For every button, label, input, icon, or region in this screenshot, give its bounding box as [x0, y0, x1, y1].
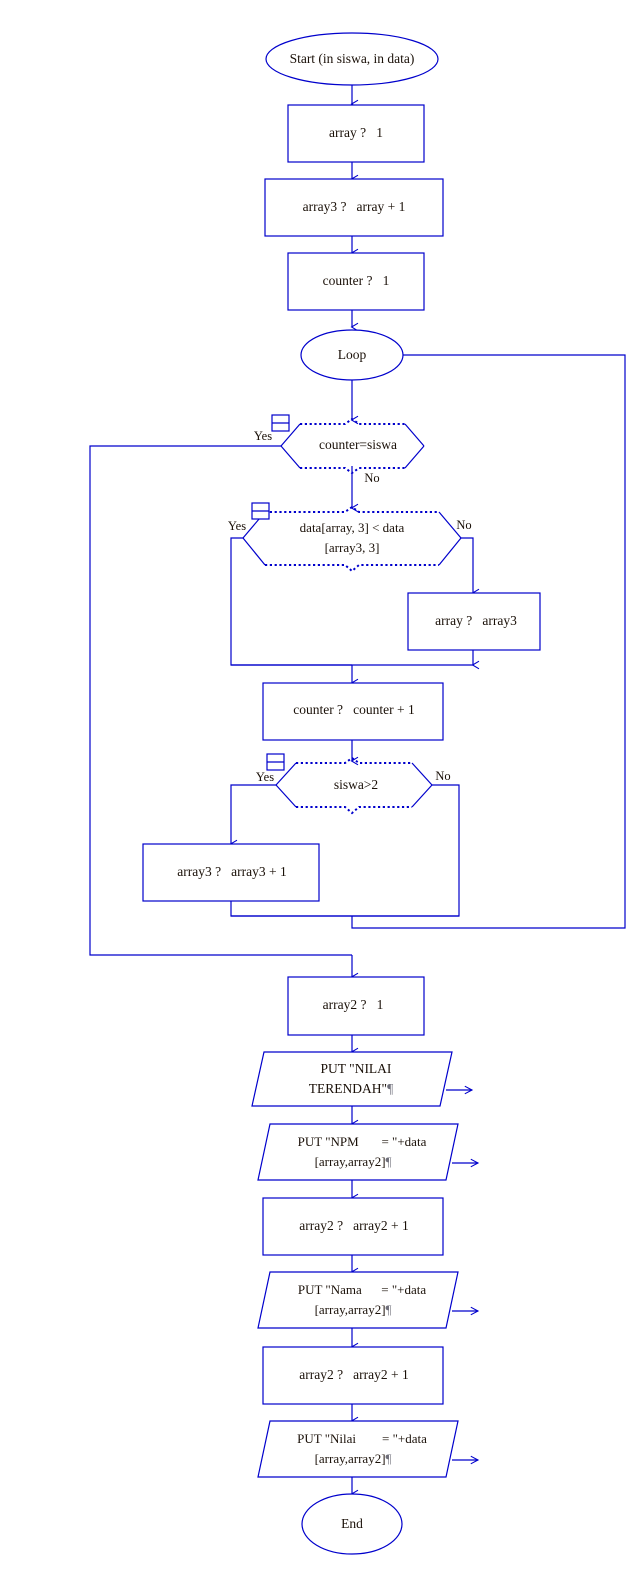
node-end-label: End [341, 1516, 363, 1531]
decision-top-dotted [265, 505, 439, 513]
node-put-npm-line1: PUT "NPM = "+data [298, 1134, 427, 1149]
node-put-nilai-line1: PUT "Nilai = "+data [297, 1431, 427, 1446]
node-init-counter[interactable]: counter ? 1 [287, 252, 425, 311]
node-inc-array2-b-label: array2 ? array2 + 1 [299, 1367, 409, 1382]
node-inc-array2-a[interactable]: array2 ? array2 + 1 [262, 1197, 444, 1256]
decision-side-right [411, 762, 433, 786]
node-inc-array2-b[interactable]: array2 ? array2 + 1 [262, 1346, 444, 1405]
branch-label-yes: Yes [254, 429, 272, 443]
process-shape [262, 682, 444, 741]
node-put-nama[interactable]: PUT "Nama = "+data [array,array2]¶ [257, 1271, 480, 1329]
connector-dec3-yes-to-inc-array3 [229, 784, 276, 849]
terminator-shape [301, 1493, 403, 1555]
connector-dec2-no-to-assign [461, 537, 480, 598]
branch-label-yes: Yes [228, 519, 246, 533]
node-loop-label: Loop [338, 347, 367, 362]
decision-side-right [404, 423, 425, 447]
process-shape [287, 252, 425, 311]
node-inc-array3[interactable]: array3 ? array3 + 1 [142, 843, 320, 902]
process-shape [262, 1346, 444, 1405]
output-shape [257, 1123, 459, 1181]
process-shape [264, 178, 444, 237]
process-shape [407, 592, 541, 651]
connector-dec2-yes-down [230, 537, 352, 666]
process-shape [262, 1197, 444, 1256]
node-decision-data-compare-label-line1: data[array, 3] < data [300, 520, 405, 535]
decision-side-right-lower [438, 537, 462, 566]
node-end[interactable]: End [301, 1493, 403, 1555]
node-init-counter-label: counter ? 1 [323, 273, 390, 288]
output-shape [251, 1051, 453, 1107]
decision-bottom-dotted [300, 467, 405, 475]
node-decision-counter-siswa[interactable]: counter=siswa Yes No [254, 414, 425, 485]
node-decision-counter-siswa-label: counter=siswa [319, 437, 397, 452]
node-assign-array-array3[interactable]: array ? array3 [407, 592, 541, 651]
node-init-array2-label: array2 ? 1 [323, 997, 384, 1012]
decision-side-left-lower [275, 784, 297, 808]
branch-label-no: No [435, 769, 450, 783]
decision-table-icon [266, 753, 285, 771]
node-init-array3[interactable]: array3 ? array + 1 [264, 178, 444, 237]
node-init-array[interactable]: array ? 1 [287, 104, 425, 163]
node-put-nama-line1: PUT "Nama = "+data [298, 1282, 427, 1297]
decision-side-left-lower [242, 537, 266, 566]
decision-side-right-lower [404, 445, 425, 469]
node-put-nilai[interactable]: PUT "Nilai = "+data [array,array2]¶ [257, 1420, 480, 1478]
node-inc-array2-a-label: array2 ? array2 + 1 [299, 1218, 409, 1233]
decision-table-icon [271, 414, 290, 432]
connector-dec3-no-down [352, 784, 460, 917]
node-decision-data-compare[interactable]: data[array, 3] < data [array3, 3] Yes No [228, 502, 472, 573]
node-put-npm-line2: [array,array2]¶ [315, 1154, 392, 1169]
node-put-npm[interactable]: PUT "NPM = "+data [array,array2]¶ [257, 1123, 480, 1181]
decision-side-left-lower [280, 445, 301, 469]
decision-side-left [275, 762, 297, 786]
node-put-nama-line2: [array,array2]¶ [315, 1302, 392, 1317]
node-init-array3-label: array3 ? array + 1 [303, 199, 406, 214]
terminator-shape [265, 32, 439, 86]
output-shape [257, 1420, 459, 1478]
node-put-nilai-line2: [array,array2]¶ [315, 1451, 392, 1466]
decision-side-right [438, 511, 462, 539]
branch-label-no: No [364, 471, 379, 485]
decision-bottom-dotted [265, 564, 439, 573]
branch-label-no: No [456, 518, 471, 532]
node-init-array-label: array ? 1 [329, 125, 383, 140]
node-init-array2[interactable]: array2 ? 1 [287, 976, 425, 1036]
node-decision-siswa-gt2[interactable]: siswa>2 Yes No [256, 753, 451, 815]
branch-label-yes: Yes [256, 770, 274, 784]
connector-loop-return-bus [351, 350, 626, 929]
node-decision-data-compare-label-line2: [array3, 3] [325, 540, 380, 555]
node-inc-counter-label: counter ? counter + 1 [293, 702, 415, 717]
node-put-nilai-terendah-line2: TERENDAH"¶ [309, 1081, 393, 1096]
terminator-shape [300, 329, 404, 381]
connector-dec1-yes-left-bus [89, 445, 352, 956]
node-put-nilai-terendah[interactable]: PUT "NILAI TERENDAH"¶ [251, 1051, 474, 1107]
decision-bottom-dotted [296, 806, 412, 815]
process-shape [287, 104, 425, 163]
process-shape [287, 976, 425, 1036]
node-inc-counter[interactable]: counter ? counter + 1 [262, 682, 444, 741]
decision-top-dotted [300, 417, 405, 425]
node-start[interactable]: Start (in siswa, in data) [265, 32, 439, 86]
node-loop[interactable]: Loop [300, 329, 404, 381]
decision-side-right-lower [411, 784, 433, 808]
decision-side-left [280, 423, 301, 447]
decision-table-icon [251, 502, 270, 520]
node-decision-siswa-gt2-label: siswa>2 [334, 777, 378, 792]
node-start-label: Start (in siswa, in data) [290, 51, 415, 66]
decision-top-dotted [296, 756, 412, 764]
node-inc-array3-label: array3 ? array3 + 1 [177, 864, 287, 879]
connector-inc-array3-to-merge2 [230, 901, 352, 917]
node-assign-array-array3-label: array ? array3 [435, 613, 517, 628]
process-shape [142, 843, 320, 902]
output-shape [257, 1271, 459, 1329]
node-put-nilai-terendah-line1: PUT "NILAI [321, 1061, 392, 1076]
